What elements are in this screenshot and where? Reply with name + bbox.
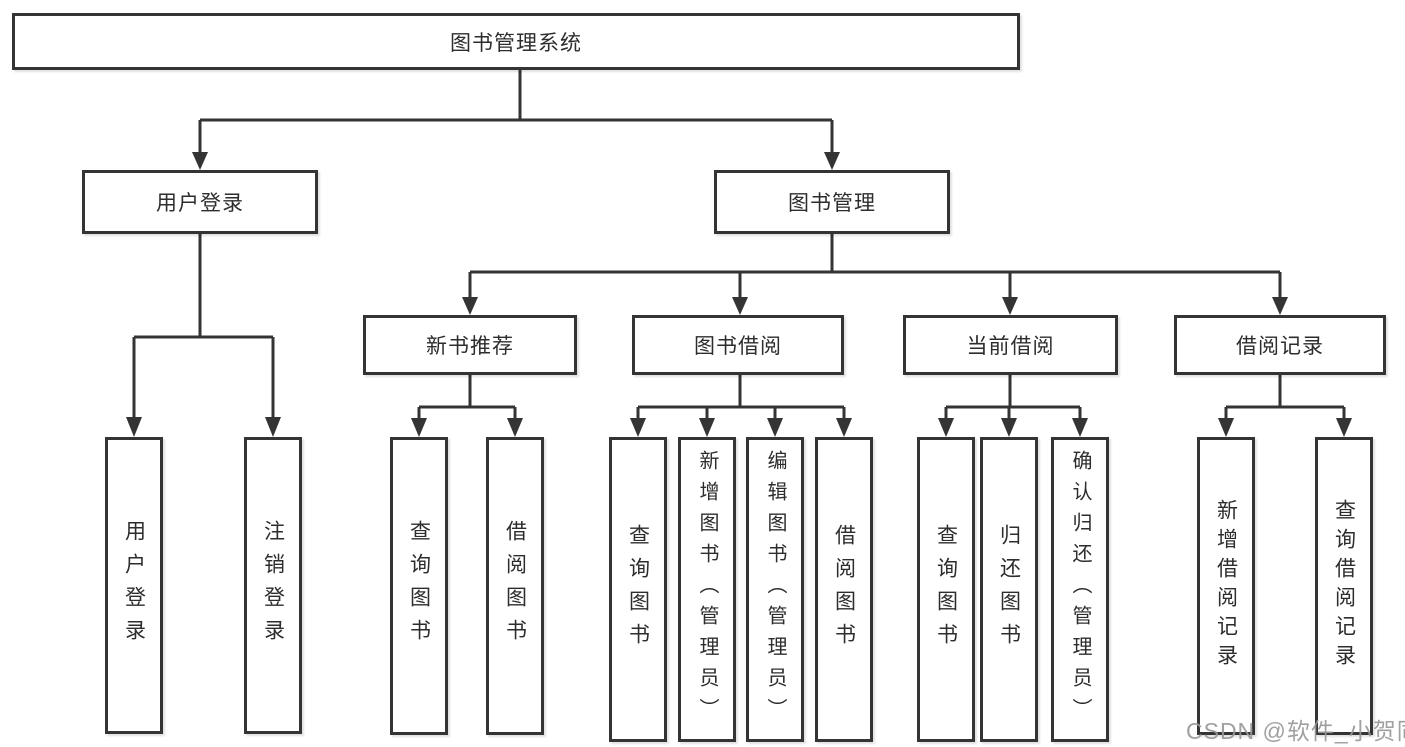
leaf-query-books: 查询图书 <box>917 437 975 742</box>
node-book-borrow: 图书借阅 <box>632 315 844 375</box>
arrowhead-icon <box>1001 418 1017 437</box>
leaf-add-books-admin: 新增图书（管理员） <box>678 437 736 742</box>
node-root: 图书管理系统 <box>12 13 1020 70</box>
node-current-borrow-label: 当前借阅 <box>966 335 1055 358</box>
arrowhead-icon <box>938 418 954 437</box>
leaf-label: 借阅图书 <box>503 520 527 652</box>
csdn-watermark: CSDN @软件_小贺同学 <box>1186 718 1405 744</box>
arrowhead-icon <box>1272 297 1288 315</box>
arrowhead-icon <box>192 152 208 170</box>
node-new-book-recommend: 新书推荐 <box>363 315 577 375</box>
leaf-label: 归还图书 <box>997 523 1021 656</box>
leaf-label: 新增借阅记录 <box>1214 499 1238 673</box>
leaf-label: 用户登录 <box>122 519 146 652</box>
leaf-label: 确认归还（管理员） <box>1069 450 1091 729</box>
leaf-label: 注销登录 <box>261 519 285 652</box>
node-borrow-records-label: 借阅记录 <box>1236 335 1324 358</box>
leaf-borrow-books: 借阅图书 <box>815 437 873 742</box>
arrowhead-icon <box>1002 297 1018 315</box>
leaf-user-login: 用户登录 <box>105 437 163 734</box>
leaf-edit-books-admin: 编辑图书（管理员） <box>746 437 804 742</box>
leaf-logout: 注销登录 <box>244 437 302 734</box>
leaf-add-borrow-record: 新增借阅记录 <box>1197 437 1255 735</box>
arrowhead-icon <box>836 418 852 437</box>
arrowhead-icon <box>824 152 840 170</box>
node-current-borrow: 当前借阅 <box>903 315 1118 375</box>
leaf-return-books: 归还图书 <box>980 437 1038 742</box>
arrowhead-icon <box>1072 418 1088 437</box>
node-root-label: 图书管理系统 <box>450 31 582 55</box>
leaf-label: 借阅图书 <box>832 523 856 656</box>
arrowhead-icon <box>126 417 142 437</box>
leaf-label: 编辑图书（管理员） <box>764 450 786 729</box>
arrowhead-icon <box>265 417 281 437</box>
arrowhead-icon <box>699 418 715 437</box>
node-borrow-records: 借阅记录 <box>1174 315 1386 375</box>
node-user-login-label: 用户登录 <box>156 192 244 215</box>
arrowhead-icon <box>1336 418 1352 437</box>
leaf-query-borrow-record: 查询借阅记录 <box>1315 437 1373 735</box>
leaf-borrow-books: 借阅图书 <box>486 437 544 735</box>
arrowhead-icon <box>732 297 748 315</box>
arrowhead-icon <box>507 418 523 437</box>
leaf-confirm-return-admin: 确认归还（管理员） <box>1051 437 1109 742</box>
leaf-label: 新增图书（管理员） <box>696 450 718 729</box>
arrowhead-icon <box>1218 418 1234 437</box>
node-user-login: 用户登录 <box>82 170 318 234</box>
node-book-borrow-label: 图书借阅 <box>694 335 782 358</box>
leaf-query-books: 查询图书 <box>609 437 667 742</box>
leaf-query-books: 查询图书 <box>390 437 448 735</box>
node-book-management: 图书管理 <box>714 170 950 234</box>
leaf-label: 查询借阅记录 <box>1332 499 1356 673</box>
node-new-book-recommend-label: 新书推荐 <box>426 335 514 358</box>
arrowhead-icon <box>767 418 783 437</box>
node-book-management-label: 图书管理 <box>788 192 876 215</box>
leaf-label: 查询图书 <box>407 520 431 652</box>
leaf-label: 查询图书 <box>626 523 650 656</box>
arrowhead-icon <box>462 297 478 315</box>
leaf-label: 查询图书 <box>934 523 958 656</box>
arrowhead-icon <box>630 418 646 437</box>
arrowhead-icon <box>411 418 427 437</box>
